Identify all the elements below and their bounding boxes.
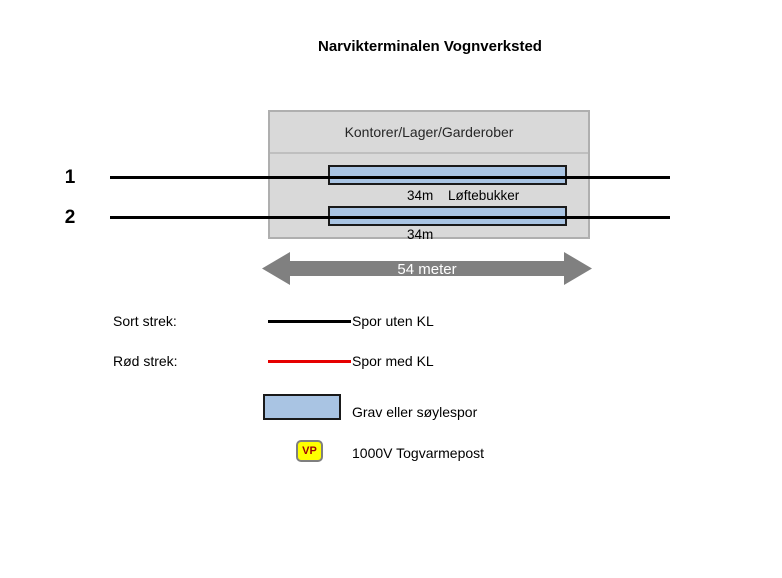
legend-black-line-label: Sort strek: [113, 313, 177, 329]
building-office-label: Kontorer/Lager/Garderober [344, 124, 514, 140]
building-office-section: Kontorer/Lager/Garderober [270, 112, 588, 154]
track-1-line [110, 176, 670, 179]
vp-badge: VP [296, 440, 323, 462]
track-2-line [110, 216, 670, 219]
page-title: Narvikterminalen Vognverksted [318, 38, 542, 55]
pit-sample-rect [263, 394, 341, 420]
legend-heat-post-description: 1000V Togvarmepost [352, 445, 485, 461]
double-arrow-icon [262, 252, 592, 285]
track-1-equipment-label: Løftebukker [448, 188, 520, 203]
track-1-pit-length: 34m [407, 188, 434, 203]
dimension-label: 54 meter [397, 261, 456, 278]
legend-black-line-description: Spor uten KL [352, 313, 434, 329]
red-line-sample [268, 360, 351, 363]
track-2-pit-length: 34m [407, 227, 434, 242]
dimension-arrow: 54 meter [262, 252, 592, 285]
track-2-number: 2 [64, 207, 76, 228]
vp-badge-text: VP [302, 444, 317, 457]
legend-pit-description: Grav eller søylespor [352, 404, 478, 420]
track-1-pit-bar [328, 165, 567, 185]
legend-red-line-label: Rød strek: [113, 353, 178, 369]
legend-red-line-description: Spor med KL [352, 353, 434, 369]
track-1-number: 1 [64, 167, 76, 188]
black-line-sample [268, 320, 351, 323]
